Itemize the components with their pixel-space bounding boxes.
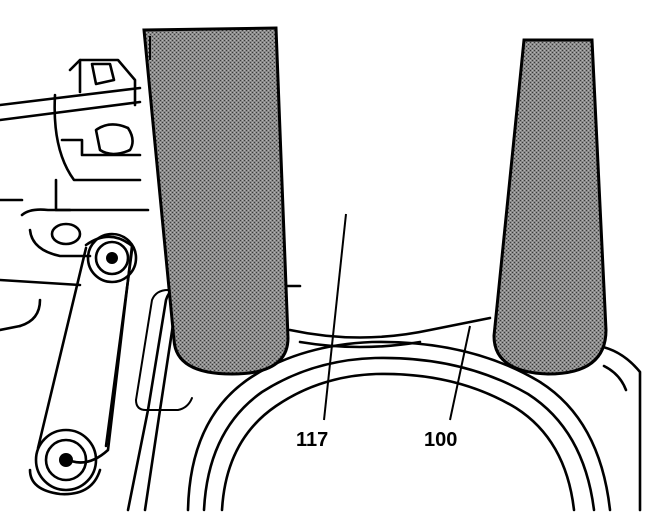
bore-rings	[186, 340, 612, 512]
leader-line-117	[323, 213, 347, 421]
callout-leaders	[323, 213, 471, 421]
right-tool-jaw	[492, 38, 608, 376]
left-tool-jaw	[142, 26, 290, 376]
upper-left-mechanism	[0, 58, 150, 332]
callout-100: 100	[424, 429, 457, 451]
linkage-arm	[28, 232, 138, 496]
leader-line-100	[449, 325, 471, 421]
callout-117: 117	[296, 429, 328, 451]
